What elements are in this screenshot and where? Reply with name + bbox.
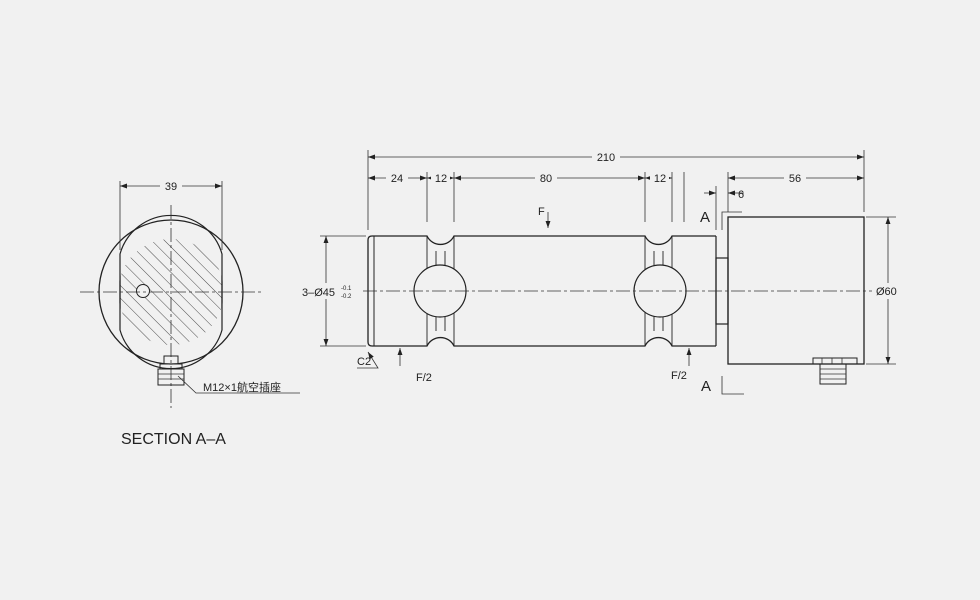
side-view: 210 24 12 80 12 56 6 3–Ø45 -0.1 -0.2 — [300, 150, 902, 395]
force-right-label: F/2 — [671, 370, 687, 382]
dim-gap: 6 — [738, 189, 744, 201]
dim-section-width: 39 — [165, 181, 177, 193]
section-mark-bottom: A — [701, 378, 711, 395]
dim-bore-tol-upper: -0.1 — [341, 286, 352, 292]
dim-groove-right: 12 — [654, 173, 666, 185]
dim-bore-tol-lower: -0.2 — [341, 294, 352, 300]
section-outline — [119, 214, 223, 370]
dim-housing-dia: Ø60 — [876, 286, 897, 298]
force-label: F — [538, 206, 545, 218]
hatched-section — [119, 239, 223, 345]
dim-total-length: 210 — [597, 152, 615, 164]
section-view: M12×1航空插座 39 SECTION A–A — [80, 179, 300, 448]
connector-icon — [157, 355, 185, 386]
housing — [727, 216, 865, 365]
section-title: SECTION A–A — [121, 431, 226, 448]
dim-chamfer: C2 — [357, 356, 371, 368]
bottom-connector-icon — [812, 357, 858, 385]
dim-bore-main: 3–Ø45 — [302, 287, 335, 299]
force-left-label: F/2 — [416, 372, 432, 384]
dim-seg-mid: 80 — [540, 173, 552, 185]
section-mark-top: A — [700, 209, 710, 226]
connector-leader — [177, 375, 300, 394]
dim-seg-a: 24 — [391, 173, 403, 185]
dim-groove-left: 12 — [435, 173, 447, 185]
dim-housing-len: 56 — [789, 173, 801, 185]
section-hole — [136, 284, 150, 298]
connector-label: M12×1航空插座 — [203, 380, 281, 394]
